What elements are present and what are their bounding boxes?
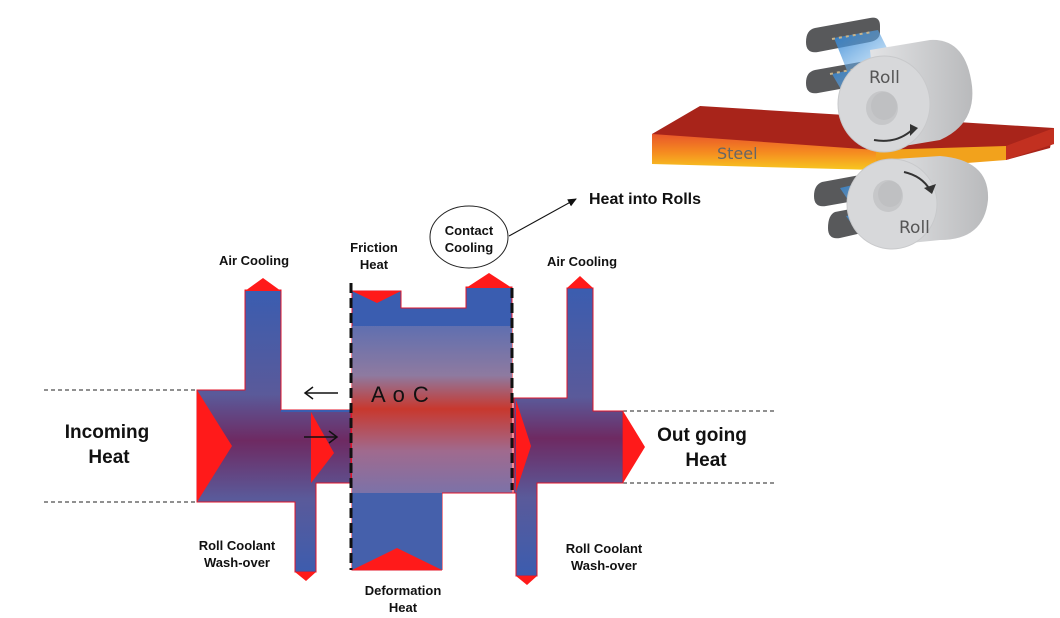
deformation-heat-label-2: Heat bbox=[389, 600, 418, 615]
heat-into-rolls-label: Heat into Rolls bbox=[589, 191, 701, 208]
incoming-heat-arrow bbox=[197, 390, 232, 502]
roll-coolant-left-label-2: Wash-over bbox=[204, 555, 270, 570]
air-cooling-right-arrow bbox=[567, 276, 593, 288]
steel-label: Steel bbox=[717, 144, 758, 163]
contact-cooling-bubble bbox=[429, 205, 509, 269]
roll-coolant-left-label-1: Roll Coolant bbox=[199, 538, 276, 553]
exit-heat-arrow bbox=[516, 400, 531, 492]
friction-heat-label-1: Friction bbox=[350, 240, 398, 255]
bottom-roll-label: Roll bbox=[899, 218, 930, 238]
air-cooling-right-label: Air Cooling bbox=[547, 254, 617, 269]
roll-coolant-left-arrow bbox=[295, 572, 316, 581]
entry-heat-arrow bbox=[311, 412, 334, 483]
outgoing-heat-label-2: Heat bbox=[685, 450, 727, 471]
contact-cooling-label-2: Cooling bbox=[445, 240, 493, 255]
friction-heat-label-2: Heat bbox=[360, 257, 389, 272]
roll-coolant-right-label-2: Wash-over bbox=[571, 558, 637, 573]
center-cutout bbox=[442, 493, 524, 573]
incoming-heat-label-2: Heat bbox=[88, 447, 130, 468]
deformation-heat-label-1: Deformation bbox=[365, 583, 442, 598]
air-cooling-left-label: Air Cooling bbox=[219, 253, 289, 268]
friction-heat-arrow bbox=[352, 291, 401, 303]
incoming-heat-label-1: Incoming bbox=[65, 422, 149, 443]
top-roll-rotation-arrow bbox=[873, 129, 913, 142]
contact-cooling-arrow bbox=[466, 273, 512, 288]
top-roll: Roll bbox=[837, 39, 973, 153]
contact-cooling-label-1: Contact bbox=[445, 223, 494, 238]
arc-of-contact-label: A o C bbox=[371, 382, 430, 407]
rolling-mill-illustration: Steel Roll Roll bbox=[652, 17, 1054, 250]
bottom-roll: Roll bbox=[846, 156, 989, 250]
forward-arrow-head bbox=[328, 430, 339, 444]
air-cooling-left-arrow bbox=[245, 278, 281, 291]
roll-coolant-right-label-1: Roll Coolant bbox=[566, 541, 643, 556]
outgoing-heat-arrow bbox=[623, 411, 645, 483]
top-roll-label: Roll bbox=[869, 68, 900, 88]
heat-into-rolls-pointer bbox=[508, 198, 577, 237]
deformation-heat-arrow bbox=[352, 548, 442, 570]
right-flow-block bbox=[513, 287, 624, 577]
roll-coolant-right-arrow bbox=[516, 576, 537, 585]
backward-arrow-head bbox=[303, 386, 314, 400]
outgoing-heat-label-1: Out going bbox=[657, 425, 747, 446]
arc-of-contact-zone bbox=[352, 326, 512, 493]
